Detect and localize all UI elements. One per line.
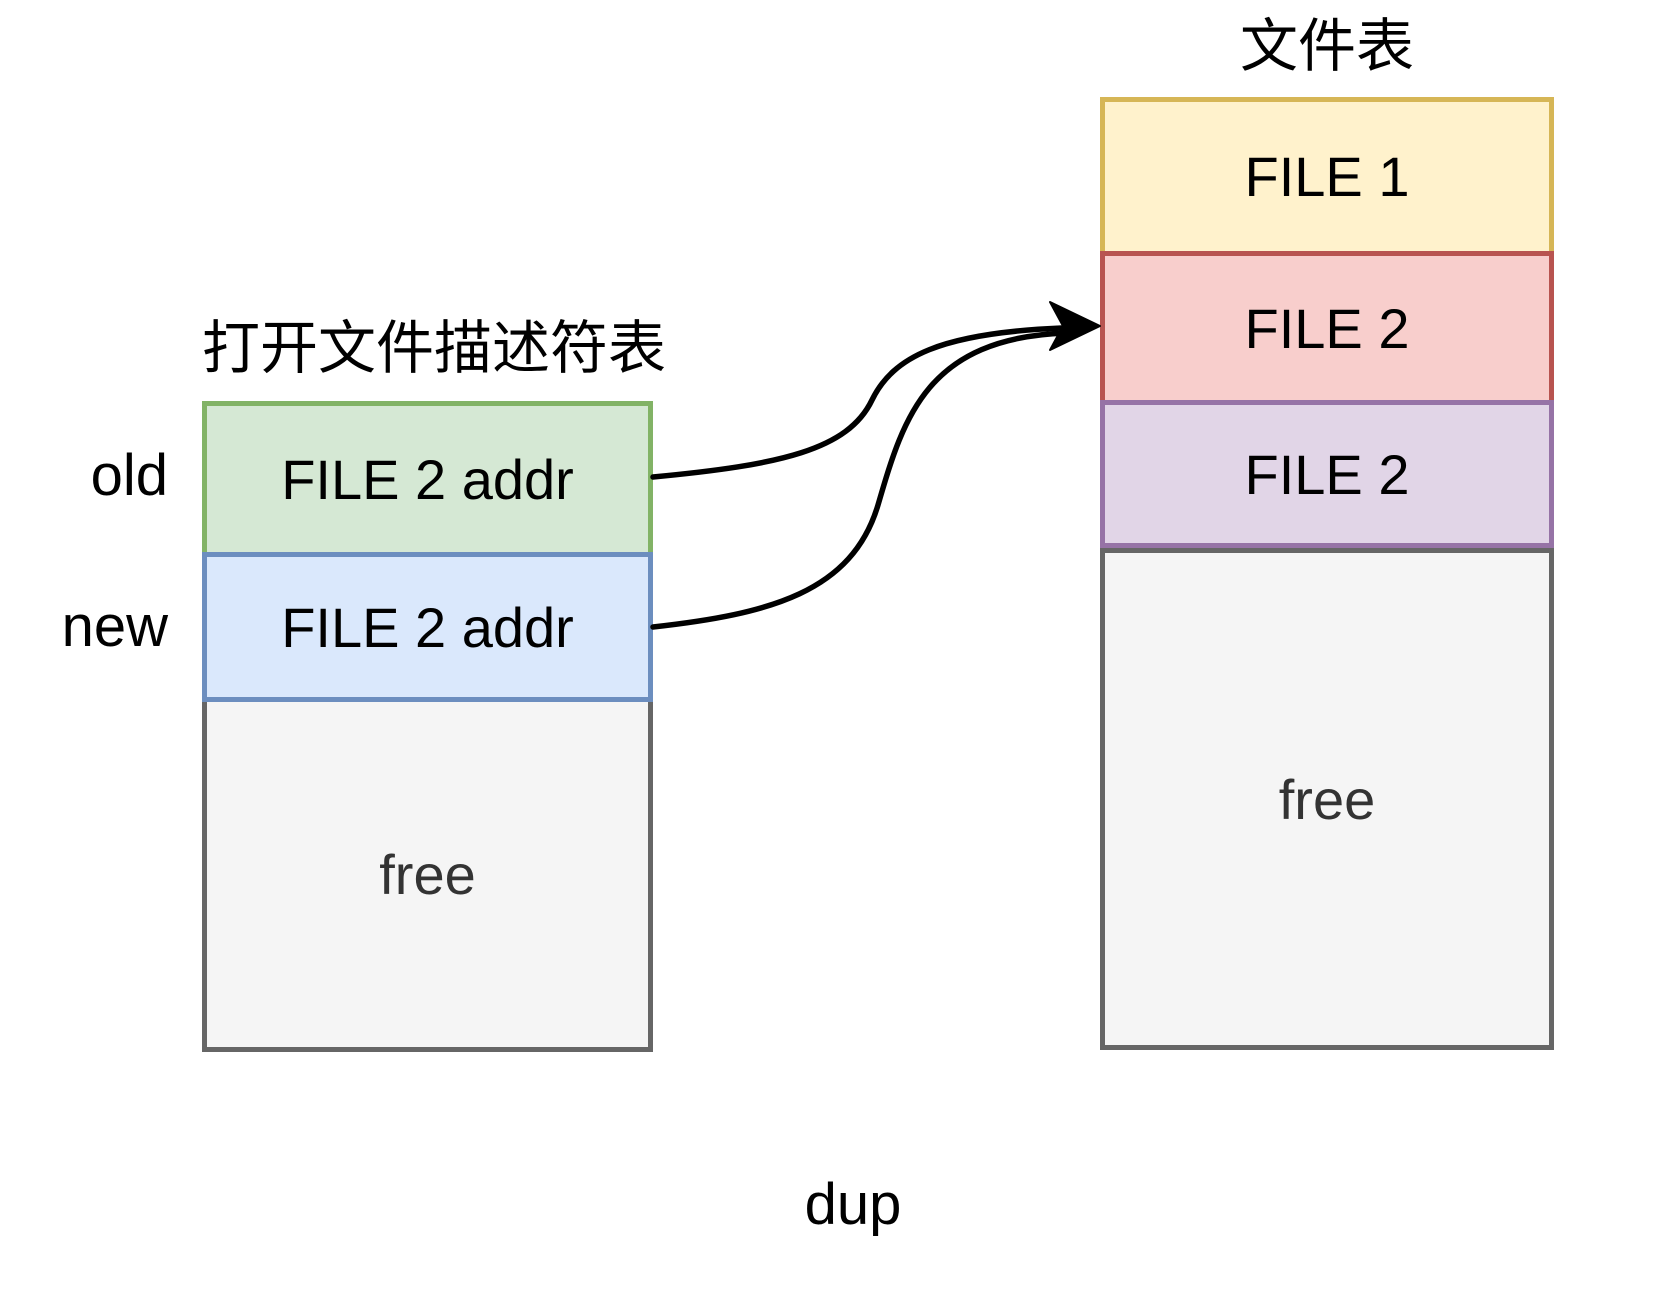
file-table-title: 文件表 xyxy=(1239,14,1414,79)
arrowhead-icon xyxy=(1049,301,1101,351)
fd-row-new: FILE 2 addr xyxy=(202,552,653,702)
file-row-free-label: free xyxy=(1278,767,1376,831)
side-label-old: old xyxy=(90,443,168,508)
file-row-file2-label: FILE 2 xyxy=(1244,296,1410,360)
arrow-new-to-file2 xyxy=(650,330,1069,630)
file-row-free: free xyxy=(1100,548,1554,1050)
fd-row-free-label: free xyxy=(379,843,476,906)
diagram-caption: dup xyxy=(804,1172,902,1237)
side-label-new: new xyxy=(61,594,168,659)
fd-row-old-label: FILE 2 addr xyxy=(281,447,574,511)
file-row-file2-dup-label: FILE 2 xyxy=(1244,442,1410,506)
fd-table-title: 打开文件描述符表 xyxy=(202,316,667,381)
arrow-old-to-file2 xyxy=(650,325,1065,480)
file-row-file1: FILE 1 xyxy=(1100,97,1554,251)
fd-row-old: FILE 2 addr xyxy=(202,401,653,552)
file-row-file2: FILE 2 xyxy=(1100,251,1554,400)
file-row-file1-label: FILE 1 xyxy=(1244,145,1410,208)
fd-row-new-label: FILE 2 addr xyxy=(281,595,574,659)
file-row-file2-dup: FILE 2 xyxy=(1100,400,1554,548)
fd-row-free: free xyxy=(202,702,653,1052)
